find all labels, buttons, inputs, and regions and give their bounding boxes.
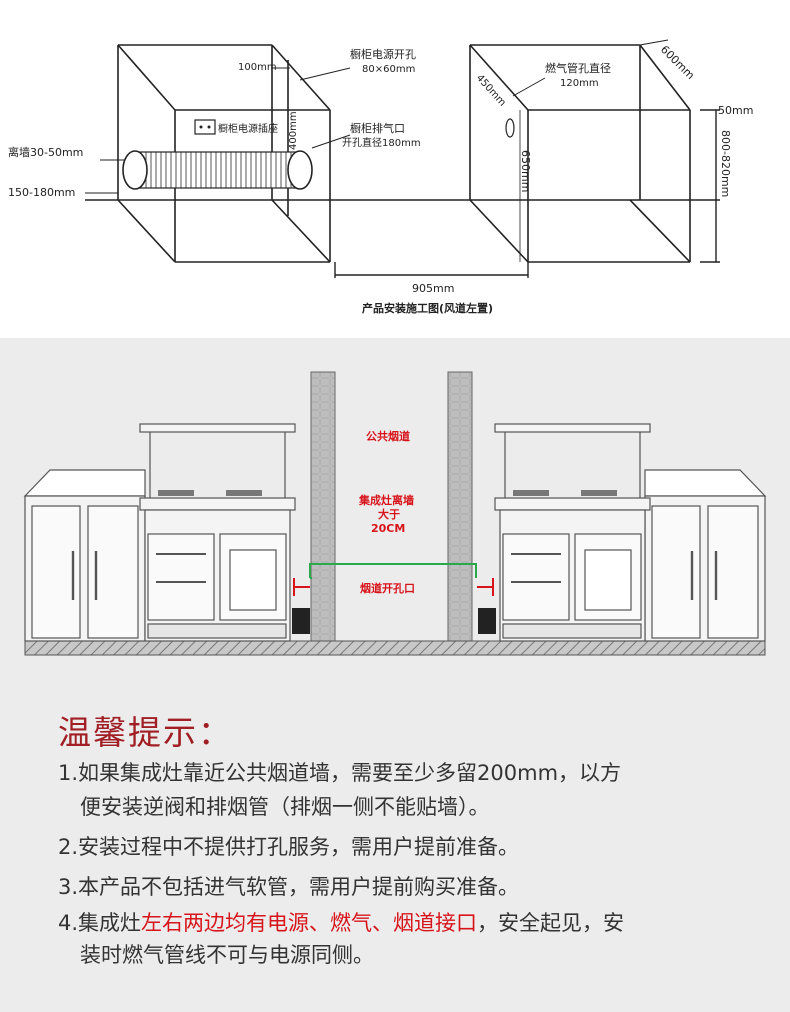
tip-4-highlight: 左右两边均有电源、燃气、烟道接口	[141, 911, 478, 935]
dim-100mm: 100mm	[238, 62, 277, 73]
flue-hole-label: 烟道开孔口	[360, 581, 415, 595]
tip-2: 2.安装过程中不提供打孔服务，需用户提前准备。	[58, 835, 520, 859]
exhaust-outlet-left	[292, 608, 310, 634]
installation-diagram-svg: 100mm 橱柜电源开孔 80×60mm 橱柜排气口 开孔直径180mm 橱柜电…	[8, 39, 753, 315]
tip-4-line1: 4.集成灶左右两边均有电源、燃气、烟道接口，安全起见，安	[58, 908, 624, 938]
power-socket-icon	[194, 119, 216, 135]
flue-wall-left	[310, 371, 336, 649]
exhaust-hole-label: 橱柜排气口	[350, 121, 405, 135]
installation-diagram: 100mm 橱柜电源开孔 80×60mm 橱柜排气口 开孔直径180mm 橱柜电…	[0, 0, 790, 330]
gas-hole-size: 120mm	[560, 78, 599, 89]
dim-800-820mm: 800-820mm	[719, 130, 732, 197]
flue-pipe-line	[309, 563, 477, 579]
tips-title: 温馨提示：	[58, 713, 233, 752]
exhaust-duct	[134, 151, 301, 189]
gap-label-line2: 大于	[378, 507, 400, 521]
tip-1-line1: 1.如果集成灶靠近公共烟道墙，需要至少多留200mm，以方	[58, 761, 622, 785]
dim-450mm: 450mm	[474, 73, 508, 109]
dim-400mm: 400mm	[288, 111, 299, 150]
tip-4-line2: 装时燃气管线不可与电源同侧。	[80, 943, 374, 967]
gap-label-line3: 20CM	[371, 522, 405, 535]
flue-installation-panel: 公共烟道 集成灶离墙 大于 20CM 烟道开孔口	[0, 338, 790, 1012]
public-flue-label: 公共烟道	[366, 429, 410, 443]
tip-3: 3.本产品不包括进气软管，需用户提前购买准备。	[58, 875, 520, 899]
tip-4-suffix: ，安全起见，安	[477, 911, 625, 935]
floor	[24, 640, 766, 656]
kitchen-illustration: 公共烟道 集成灶离墙 大于 20CM 烟道开孔口	[23, 371, 767, 656]
tip-4-prefix: 4.集成灶	[58, 911, 142, 935]
dim-905mm: 905mm	[412, 282, 454, 295]
exhaust-hole-size: 开孔直径180mm	[342, 136, 421, 149]
flue-wall-right	[447, 371, 473, 649]
gas-hole-icon	[505, 118, 515, 138]
exhaust-outlet-right	[478, 608, 496, 634]
power-hole-label: 橱柜电源开孔	[350, 47, 416, 61]
gas-hole-label: 燃气管孔直径	[545, 61, 611, 75]
dim-50mm: 50mm	[718, 104, 753, 117]
power-hole-size: 80×60mm	[362, 64, 415, 75]
dim-150-180mm: 150-180mm	[8, 186, 75, 199]
duct-opening-right	[287, 150, 313, 190]
wall-gap-label: 离墙30-50mm	[8, 145, 83, 159]
diagram-caption: 产品安装施工图(风道左置)	[362, 301, 493, 315]
socket-label: 橱柜电源插座	[218, 122, 278, 135]
dim-650mm: 650mm	[519, 150, 532, 192]
tip-1-line2: 便安装逆阀和排烟管（排烟一侧不能贴墙）。	[80, 795, 490, 819]
duct-opening-left	[122, 150, 148, 190]
gap-label-line1: 集成灶离墙	[358, 493, 414, 507]
